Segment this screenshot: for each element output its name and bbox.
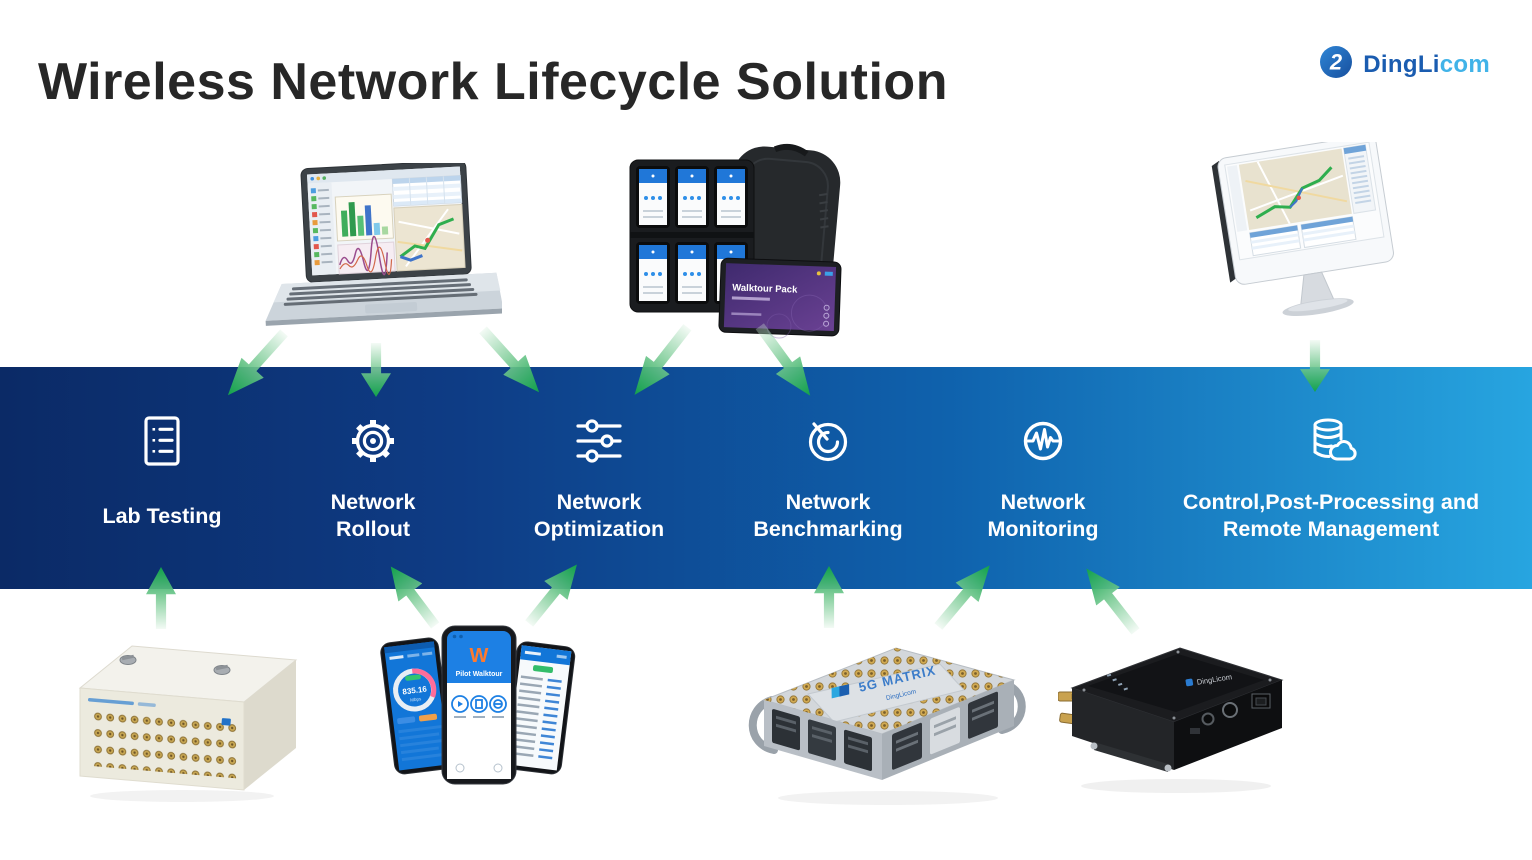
chassis-front-label bbox=[88, 697, 156, 708]
chassis-brand-chip bbox=[221, 718, 231, 726]
walktour-app-phone: W Pilot Walktour bbox=[441, 625, 517, 785]
walktour-pack-device: Walktour Pack bbox=[628, 140, 846, 345]
analysis-laptop bbox=[250, 160, 504, 340]
probe-ports bbox=[1190, 693, 1271, 734]
gauge-unit: Mbps bbox=[410, 696, 422, 702]
waveform-circle-icon bbox=[1014, 412, 1072, 470]
sliders-icon bbox=[570, 412, 628, 470]
walktour-phones: 835.16 Mbps bbox=[368, 618, 592, 805]
database-cloud-icon bbox=[1302, 412, 1360, 470]
probe-logo-icon bbox=[1185, 678, 1194, 687]
dingli-logo-icon: 2 bbox=[1318, 44, 1354, 85]
probe-led-indicators bbox=[1106, 673, 1128, 691]
lifecycle-band bbox=[0, 367, 1532, 589]
ethernet-port bbox=[1255, 697, 1267, 706]
laptop-map bbox=[393, 203, 466, 272]
probe-screws bbox=[1082, 650, 1272, 720]
app-icons bbox=[451, 695, 507, 713]
page-title: Wireless Network Lifecycle Solution bbox=[38, 53, 948, 111]
chassis-connector-grid bbox=[92, 708, 238, 779]
matrix-front-modules bbox=[772, 709, 872, 771]
stage-label: Lab Testing bbox=[102, 503, 222, 528]
gauge-value: 835.16 bbox=[402, 684, 428, 696]
walktour-app-title: Pilot Walktour bbox=[456, 671, 503, 678]
benchmarking-matrix: 5G MATRIX DingLicom bbox=[748, 628, 1026, 815]
remote-monitoring-probe: DingLicom bbox=[1057, 636, 1296, 803]
table-phone bbox=[503, 641, 576, 775]
walktour-tablet: Walktour Pack bbox=[718, 257, 842, 339]
gauge-icon bbox=[799, 412, 857, 470]
dashboard-phone: 835.16 Mbps bbox=[380, 637, 453, 775]
lab-test-chassis bbox=[70, 630, 308, 811]
walktour-w-logo: W bbox=[470, 645, 489, 667]
chassis-latch bbox=[119, 654, 137, 665]
probe-front-bar bbox=[1094, 742, 1168, 772]
stage-lab-testing: Lab Testing bbox=[57, 412, 267, 545]
brand-name: DingLicom bbox=[1363, 50, 1490, 78]
gear-icon bbox=[344, 412, 402, 470]
svg-text:2: 2 bbox=[1329, 50, 1343, 75]
brand-logo: 2 DingLicom bbox=[1318, 44, 1490, 85]
monitoring-workstation bbox=[1210, 134, 1408, 343]
chassis-latch bbox=[213, 664, 231, 675]
laptop-keyboard bbox=[283, 278, 478, 306]
matrix-side-modules bbox=[892, 691, 998, 770]
tablet-title: Walktour Pack bbox=[732, 282, 798, 295]
checklist-icon bbox=[133, 412, 191, 470]
